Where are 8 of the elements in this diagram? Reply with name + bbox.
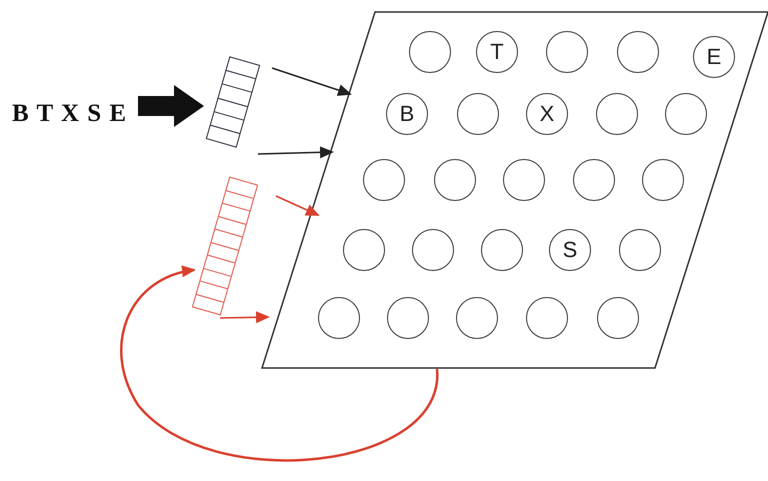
letter-sequence: B T X S E xyxy=(12,100,128,128)
arrow xyxy=(258,146,334,158)
thick-arrow xyxy=(138,85,204,127)
arrow xyxy=(272,67,352,96)
feedback-arrow xyxy=(120,266,438,462)
arrow xyxy=(220,311,270,324)
letter-board xyxy=(262,12,768,368)
arrow xyxy=(276,195,320,216)
